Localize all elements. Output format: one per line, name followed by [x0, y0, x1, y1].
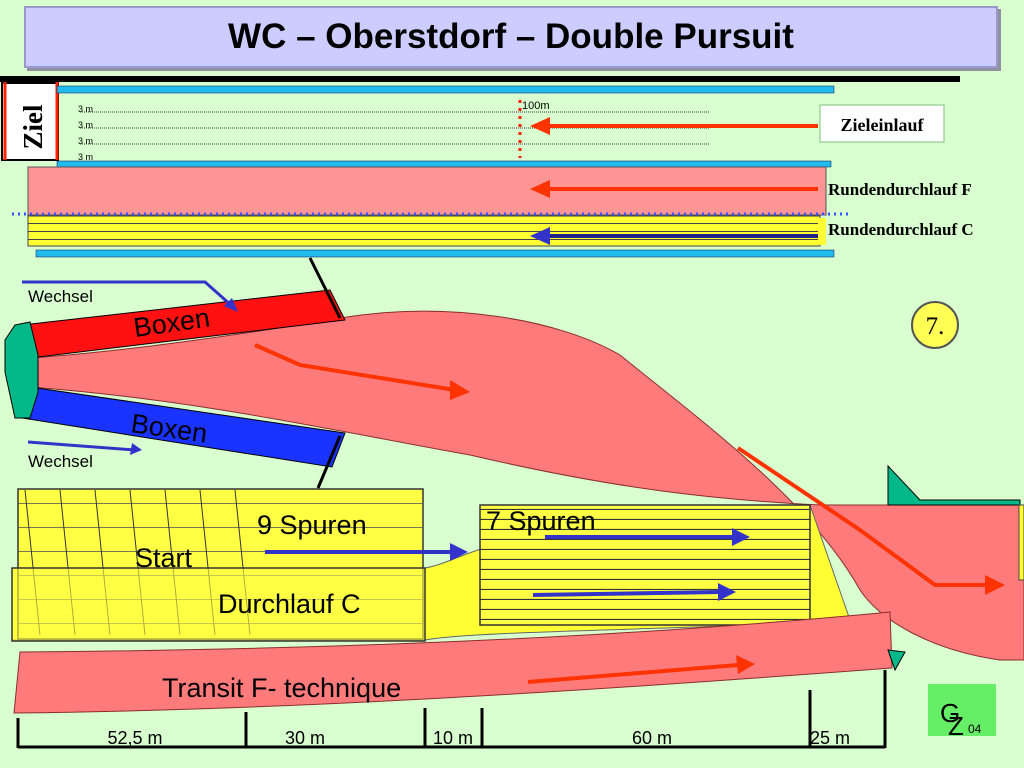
page-title: WC – Oberstdorf – Double Pursuit: [228, 17, 794, 56]
zieleinlauf-arrowhead: [530, 117, 550, 135]
lane-width-4: 3 m: [78, 152, 93, 162]
wechsel-bottom-arrow: [27, 440, 136, 452]
gz-logo-g: G: [940, 698, 960, 728]
spuren-7-label: 7 Spuren: [486, 506, 596, 536]
transit-f-lane: [13, 611, 893, 714]
ziel-box: [1, 82, 59, 161]
distance-label-2: 30 m: [285, 728, 325, 748]
track-arrow-1-head: [450, 380, 470, 400]
cyan-bar-mid: [56, 160, 832, 168]
durchlauf-c-label: Durchlauf C: [218, 589, 361, 619]
yellow-end-strip: [1018, 504, 1024, 581]
ziel-label: Ziel: [18, 104, 48, 149]
start-arrow-3-head: [718, 583, 736, 601]
gz-logo: G Z 04: [928, 684, 996, 741]
durchlauf-c-box: [11, 567, 426, 642]
cyan-bar-bottom: [35, 249, 835, 258]
boxen-top-divider: [308, 257, 342, 319]
transit-f-arrowhead: [736, 655, 755, 674]
rundendurchlauf-c-lane: [27, 215, 821, 247]
gz-logo-bg: [928, 684, 996, 736]
title-box: WC – Oberstdorf – Double Pursuit: [24, 6, 998, 68]
step-badge: [911, 301, 959, 349]
gz-logo-num: 04: [968, 722, 982, 736]
lane-width-3: 3 m: [78, 136, 93, 146]
lane-width-1: 3 m: [78, 104, 93, 114]
track-arrow-2-head: [985, 575, 1005, 595]
distance-label-4: 60 m: [632, 728, 672, 748]
distance-label-5: 25 m: [810, 728, 850, 748]
distance-label-3: 10 m: [433, 728, 473, 748]
rundendurchlauf-c-end: [818, 218, 826, 245]
cyan-bar-top: [56, 85, 835, 94]
wechsel-bottom-label: Wechsel: [28, 452, 93, 471]
transit-f-label: Transit F- technique: [162, 673, 401, 703]
wechsel-top-label: Wechsel: [28, 287, 93, 306]
wechsel-bottom-arrowhead: [130, 443, 142, 455]
zieleinlauf-box: [819, 104, 945, 143]
track-arrow-2: [736, 446, 990, 587]
transit-f-arrow: [527, 663, 739, 684]
boxen-bottom-divider: [316, 435, 342, 489]
finish-area: Ziel 3 m 3 m 3 m 3 m 100m Zieleinlauf Ru…: [0, 76, 974, 258]
track-arrow-1: [254, 343, 456, 392]
distance-ruler: 52,5 m 30 m 10 m 60 m 25 m: [16, 670, 887, 749]
teal-start-block: [4, 321, 39, 419]
wechsel-top-arrowhead: [224, 298, 238, 312]
mark-100m-label: 100m: [522, 100, 550, 112]
lane-width-2: 3 m: [78, 120, 93, 130]
zieleinlauf-label: Zieleinlauf: [840, 115, 924, 135]
start-arrow-3: [532, 590, 721, 597]
rundendurchlauf-c-label: Rundendurchlauf C: [828, 220, 974, 239]
rundendurchlauf-f-arrowhead: [530, 180, 550, 198]
wechsel-top-arrow: [22, 280, 233, 308]
rundendurchlauf-c-arrowhead: [530, 227, 550, 245]
teal-end-bottom: [887, 649, 906, 672]
start-grid-7: [479, 504, 811, 626]
rundendurchlauf-f-label: Rundendurchlauf F: [828, 180, 972, 199]
spuren-9-label: 9 Spuren: [257, 510, 367, 540]
start-arrow-1-head: [450, 543, 468, 561]
gz-logo-z: Z: [948, 711, 964, 741]
start-arrow-2-head: [732, 528, 750, 546]
step-badge-label: 7.: [926, 313, 945, 340]
teal-end-top: [887, 464, 1021, 506]
distance-label-1: 52,5 m: [107, 728, 162, 748]
start-label: Start: [135, 543, 193, 573]
